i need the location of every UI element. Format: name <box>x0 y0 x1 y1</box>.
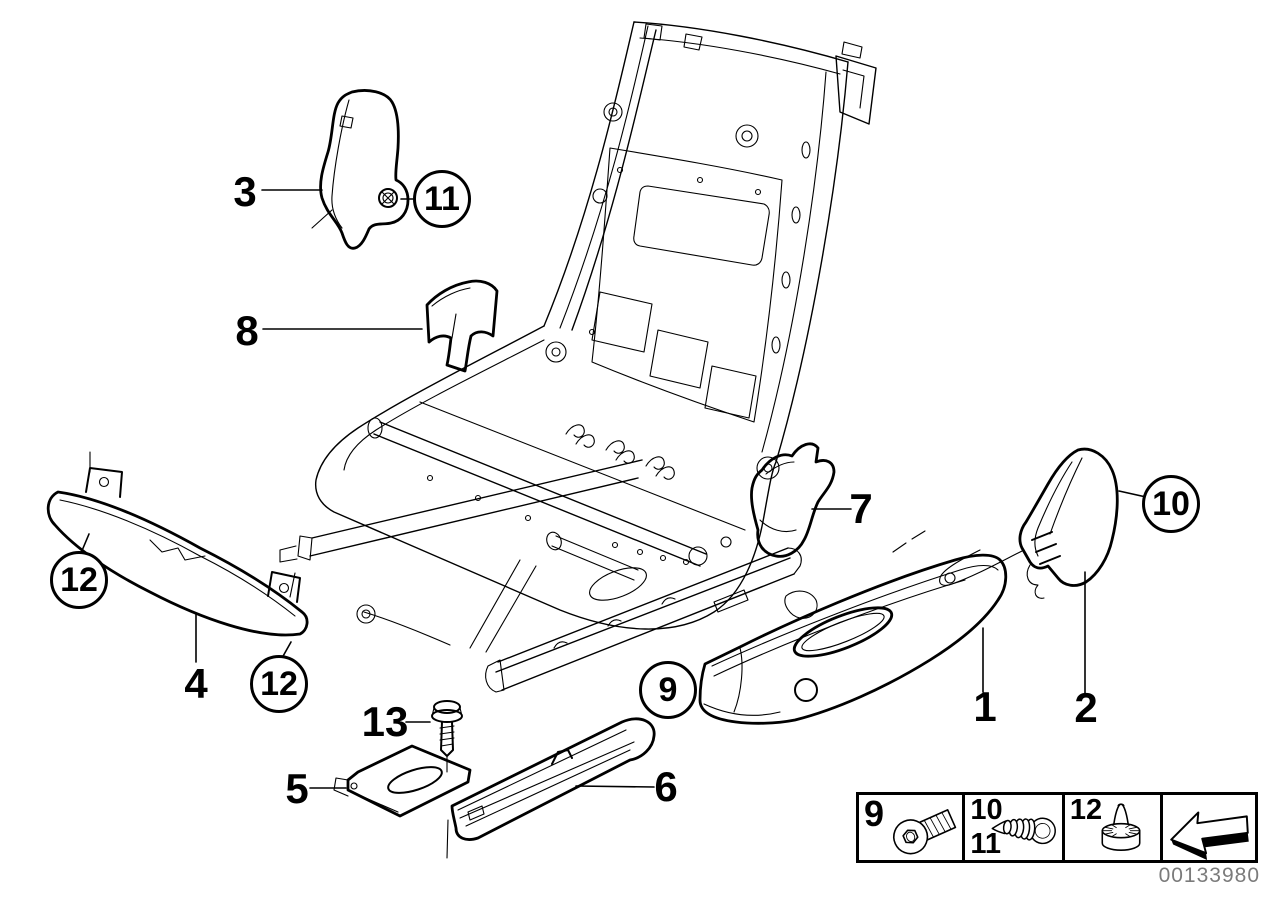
tapping-screw-icon <box>991 817 1056 845</box>
legend-rivet-label: 12 <box>1069 794 1103 826</box>
callout-6[interactable]: 6 <box>654 763 678 810</box>
callout-12-left[interactable]: 12 <box>50 551 108 609</box>
part-3-backrest-trim-cover <box>311 89 410 250</box>
legend-tapping-label-top: 10 <box>970 794 1003 826</box>
part-2-upper-side-trim <box>939 447 1119 599</box>
callout-leader-lines <box>80 189 1147 789</box>
fastener-legend: 9 10 11 <box>856 792 1258 863</box>
part-1-seat-side-trim <box>698 530 1008 725</box>
legend-tapping-label-bottom: 11 <box>970 828 1002 860</box>
part-13-screw <box>431 700 463 859</box>
legend-cell-tapping-screw: 10 11 <box>962 795 1062 860</box>
seat-base-frame <box>279 325 818 693</box>
callout-4[interactable]: 4 <box>184 660 208 707</box>
backrest-frame <box>543 21 877 463</box>
callout-2[interactable]: 2 <box>1074 684 1098 731</box>
callout-9[interactable]: 9 <box>639 661 697 719</box>
callout-5[interactable]: 5 <box>285 765 309 812</box>
direction-arrow-icon <box>1170 811 1249 860</box>
callout-8[interactable]: 8 <box>235 307 259 354</box>
callout-7[interactable]: 7 <box>849 485 873 532</box>
callout-10[interactable]: 10 <box>1142 475 1200 533</box>
part-4-seat-trim-strip <box>46 451 309 637</box>
legend-screw-label: 9 <box>864 793 885 834</box>
legend-cell-arrow[interactable] <box>1160 795 1255 860</box>
callout-1[interactable]: 1 <box>973 683 997 730</box>
callout-3[interactable]: 3 <box>233 168 257 215</box>
part-8-guide-cover <box>425 279 499 373</box>
legend-cell-screw: 9 <box>859 795 962 860</box>
part-7-recliner-cover <box>750 442 836 558</box>
legend-cell-rivet: 12 <box>1061 794 1161 860</box>
callout-13[interactable]: 13 <box>361 698 409 745</box>
diagram-part-number: 00133980 <box>1158 864 1260 887</box>
button-head-screw-icon <box>893 809 957 855</box>
callout-12-right[interactable]: 12 <box>250 655 308 713</box>
part-5-bracket-plate <box>333 744 472 818</box>
part-6-rail-cover <box>450 717 656 841</box>
expanding-rivet-icon <box>1101 803 1141 851</box>
callout-11[interactable]: 11 <box>413 170 471 228</box>
